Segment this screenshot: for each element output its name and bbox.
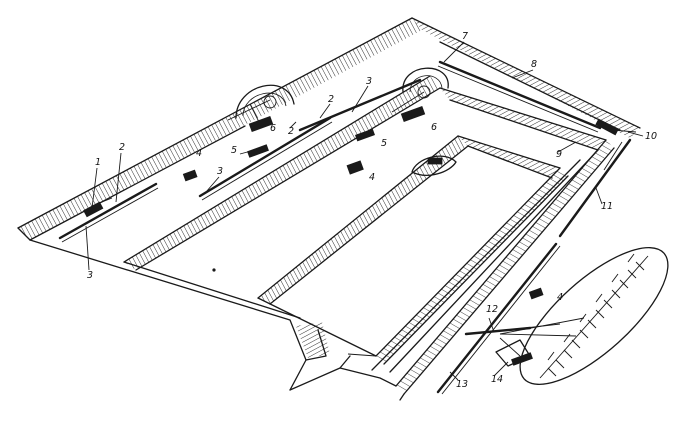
callout-c12: 12 <box>486 304 498 315</box>
loader-5b <box>355 128 375 142</box>
spoil-dump <box>519 246 669 386</box>
callout-c13: 13 <box>456 379 468 390</box>
callout-c10: 10 <box>645 131 657 142</box>
callout-c14: 14 <box>491 374 503 385</box>
survey-mark <box>212 268 216 272</box>
callout-c7: 7 <box>462 31 468 42</box>
dragline-6a <box>227 95 277 133</box>
callout-c11: 11 <box>601 201 613 212</box>
middle-bench <box>123 75 607 271</box>
callout-c1: 1 <box>95 157 101 168</box>
callout-c9: 9 <box>556 149 562 160</box>
callout-c3a: 3 <box>87 270 93 281</box>
callout-c5b: 5 <box>381 138 387 149</box>
callout-c4b: 4 <box>369 172 375 183</box>
dragline-6b <box>391 85 431 123</box>
loader-5a <box>239 144 269 158</box>
machine-10 <box>595 118 637 136</box>
spreader-12-14 <box>464 317 585 367</box>
callout-c3c: 3 <box>366 76 372 87</box>
callout-c4c: 4 <box>557 292 563 303</box>
truck-4a <box>182 169 198 182</box>
callout-c2a: 2 <box>119 142 125 153</box>
rail-tracks <box>58 60 632 395</box>
equipment <box>83 85 637 367</box>
truck-4c <box>528 287 544 300</box>
callout-c4a: 4 <box>196 148 202 159</box>
callout-c6b: 6 <box>431 122 437 133</box>
callout-c5a: 5 <box>231 145 237 156</box>
callout-c2c: 2 <box>328 94 334 105</box>
inner-pit <box>257 135 569 365</box>
callout-c3b: 3 <box>217 166 223 177</box>
right-slopes <box>371 139 615 395</box>
callout-c2b: 2 <box>288 126 294 137</box>
excavator-1 <box>83 197 113 218</box>
callout-c6a: 6 <box>270 123 276 134</box>
pit-floor-boundary <box>29 239 405 401</box>
excavator-center <box>411 155 457 176</box>
leader-lines <box>85 41 644 381</box>
truck-4b <box>346 160 364 175</box>
callout-c8: 8 <box>531 59 537 70</box>
